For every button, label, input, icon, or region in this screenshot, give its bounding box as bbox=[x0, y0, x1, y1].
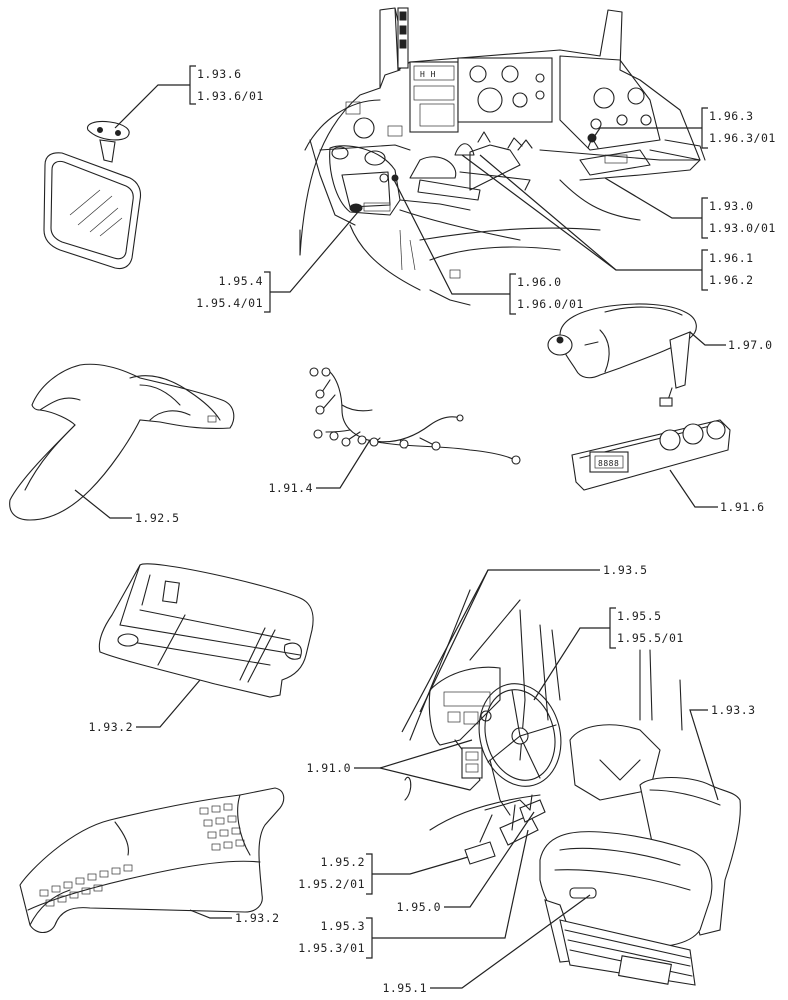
svg-text:8888: 8888 bbox=[598, 459, 619, 468]
label-1-93-6-01: 1.93.6/01 bbox=[197, 89, 264, 103]
label-1-95-3: 1.95.3 bbox=[320, 919, 365, 933]
wiring-harness-illustration bbox=[309, 367, 521, 465]
svg-text:H H: H H bbox=[420, 70, 436, 79]
label-1-93-0-01: 1.93.0/01 bbox=[709, 221, 776, 235]
label-1-96-2: 1.96.2 bbox=[709, 273, 754, 287]
label-1-95-5: 1.95.5 bbox=[617, 609, 662, 623]
label-1-92-5: 1.92.5 bbox=[135, 511, 180, 525]
dashboard-illustration: H H bbox=[299, 7, 706, 306]
label-1-95-2: 1.95.2 bbox=[320, 855, 365, 869]
armrest-illustration bbox=[547, 303, 697, 407]
label-1-96-0: 1.96.0 bbox=[517, 275, 562, 289]
label-1-96-1: 1.96.1 bbox=[709, 251, 754, 265]
roof-panel-illustration bbox=[9, 363, 235, 521]
label-1-96-3: 1.96.3 bbox=[709, 109, 754, 123]
mirror-illustration bbox=[43, 120, 142, 270]
label-1-93-2-lower: 1.93.2 bbox=[235, 911, 280, 925]
label-1-95-2-01: 1.95.2/01 bbox=[298, 877, 365, 891]
part-labels: 1.93.6 1.93.6/01 1.96.3 1.96.3/01 1.93.0… bbox=[88, 67, 775, 995]
label-1-93-2-upper: 1.93.2 bbox=[88, 720, 133, 734]
label-1-95-1: 1.95.1 bbox=[382, 981, 427, 995]
mat-tread-pattern bbox=[39, 803, 245, 907]
label-1-95-5-01: 1.95.5/01 bbox=[617, 631, 684, 645]
label-1-95-3-01: 1.95.3/01 bbox=[298, 941, 365, 955]
leader-lines bbox=[74, 65, 726, 989]
label-1-91-4: 1.91.4 bbox=[268, 481, 313, 495]
label-1-95-0: 1.95.0 bbox=[396, 900, 441, 914]
label-1-95-4: 1.95.4 bbox=[218, 274, 263, 288]
label-1-96-3-01: 1.96.3/01 bbox=[709, 131, 776, 145]
label-1-93-6: 1.93.6 bbox=[197, 67, 242, 81]
label-1-97-0: 1.97.0 bbox=[728, 338, 773, 352]
label-1-91-6: 1.91.6 bbox=[720, 500, 765, 514]
label-1-96-0-01: 1.96.0/01 bbox=[517, 297, 584, 311]
floor-mat-illustration bbox=[19, 787, 285, 934]
label-1-93-5: 1.93.5 bbox=[603, 563, 648, 577]
instrument-cluster-illustration: 8888 bbox=[571, 419, 731, 491]
cab-interior-illustration bbox=[404, 589, 741, 986]
label-1-93-0: 1.93.0 bbox=[709, 199, 754, 213]
label-1-93-3: 1.93.3 bbox=[711, 703, 756, 717]
label-1-95-4-01: 1.95.4/01 bbox=[196, 296, 263, 310]
label-1-91-0: 1.91.0 bbox=[306, 761, 351, 775]
seat-cushion-illustration bbox=[98, 563, 314, 698]
